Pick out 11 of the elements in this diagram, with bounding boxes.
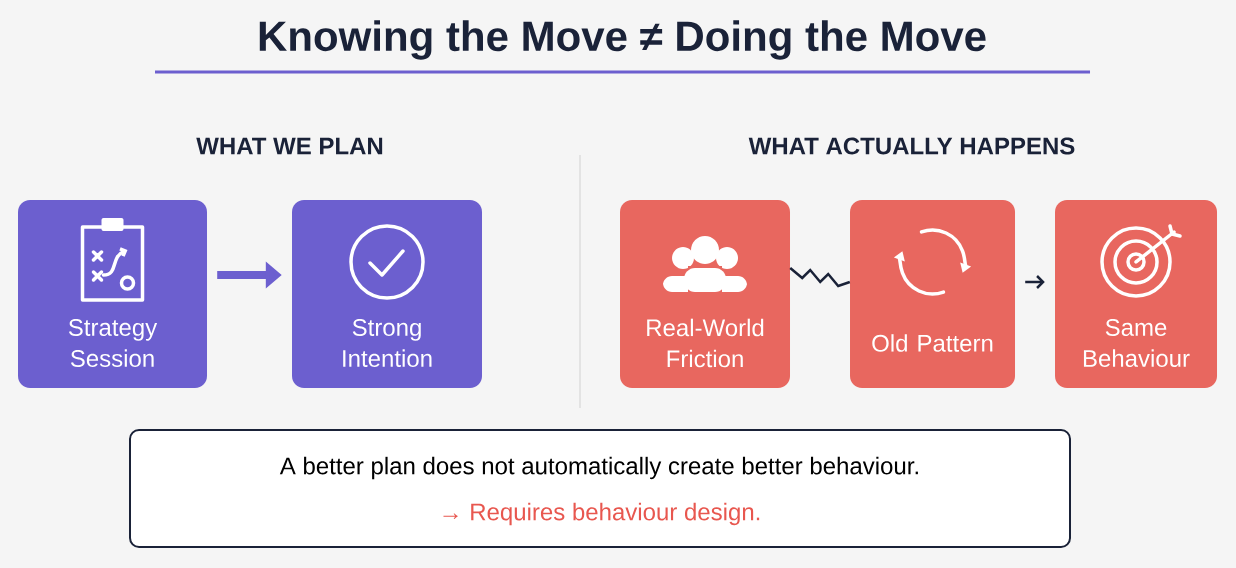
process-box: Strong Intention [292,200,482,388]
section-heading: WHAT ACTUALLY HAPPENS [748,137,1075,155]
section-heading: WHAT WE PLAN [196,137,383,155]
title: Knowing the Move ≠ Doing the Move [259,20,986,60]
zigzag-line [789,267,851,288]
process-box: Strategy Session [18,200,207,388]
arrow [1025,275,1045,289]
process-box: Real-World Friction [620,200,790,388]
message-box: A better plan does not automatically create better behaviour. → Requires behaviour design. [129,429,1071,548]
process-box: Same Behaviour [1055,200,1217,388]
process-box: Old Pattern [850,200,1015,388]
